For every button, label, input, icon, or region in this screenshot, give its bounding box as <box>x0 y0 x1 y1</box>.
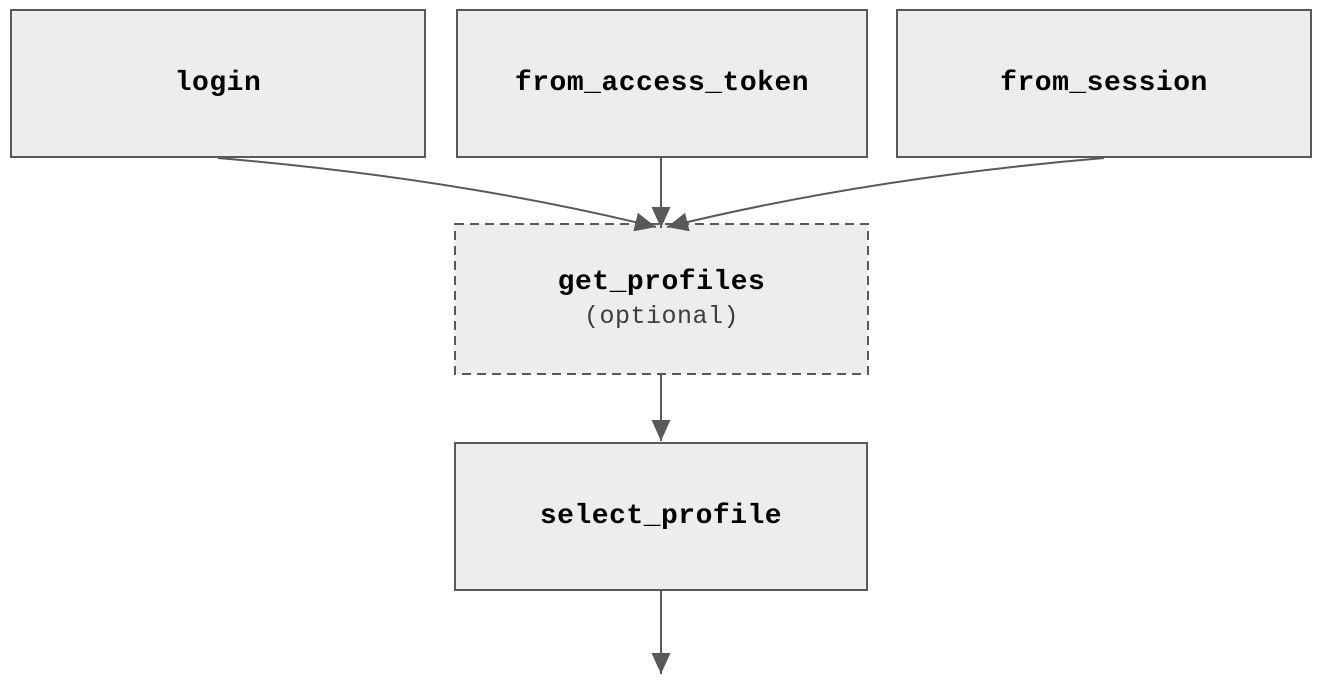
edge-login-to-get-profiles <box>217 157 657 232</box>
node-login-box <box>10 9 426 158</box>
node-from-access-token-box <box>456 9 868 158</box>
node-from-session-box <box>896 9 1312 158</box>
node-get-profiles-box <box>454 223 869 375</box>
node-select-profile-box <box>454 442 868 591</box>
edge-from-session-to-get-profiles <box>666 157 1105 232</box>
